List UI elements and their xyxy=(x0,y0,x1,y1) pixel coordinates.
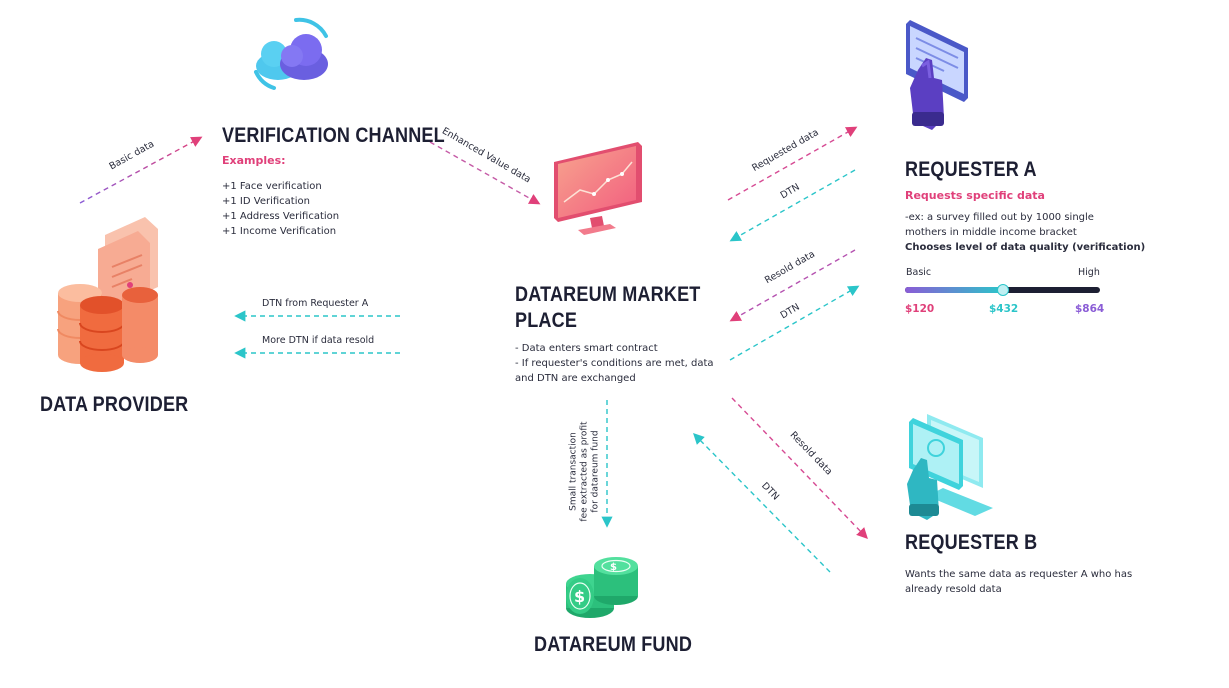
data-provider-title: DATA PROVIDER xyxy=(40,393,189,416)
slider-max-label: High xyxy=(1078,267,1100,278)
svg-text:$: $ xyxy=(610,562,617,573)
marketplace-description: - Data enters smart contract - If reques… xyxy=(515,343,714,384)
price-low: $120 xyxy=(905,303,935,315)
quality-slider[interactable] xyxy=(905,284,1100,296)
quality-slider-handle[interactable] xyxy=(996,284,1009,296)
datareum-fund-title: DATAREUM FUND xyxy=(534,633,693,656)
arrow-basic-data xyxy=(79,136,203,204)
arrow-dtn-a-bottom xyxy=(729,285,860,361)
list-item: +1 Address Verification xyxy=(222,211,340,222)
laptop-touch-icon xyxy=(907,414,993,520)
monitor-chart-icon xyxy=(554,142,642,235)
svg-text:$: $ xyxy=(574,587,585,606)
list-item: +1 Face verification xyxy=(222,181,322,192)
arrow-requested-data xyxy=(727,126,858,201)
requester-b-description: Wants the same data as requester A who h… xyxy=(905,569,1133,595)
requester-a-description: -ex: a survey filled out by 1000 single … xyxy=(905,212,1146,253)
requester-b-title: REQUESTER B xyxy=(905,531,1038,554)
database-documents-icon xyxy=(57,217,158,372)
requester-a-subtitle: Requests specific data xyxy=(905,189,1045,202)
cloud-sync-icon xyxy=(254,17,328,90)
quality-slider-fill xyxy=(905,287,1003,293)
examples-label: Examples: xyxy=(222,154,286,167)
list-item: +1 ID Verification xyxy=(222,196,310,207)
verification-channel-title: VERIFICATION CHANNEL xyxy=(222,124,445,147)
requester-a-title: REQUESTER A xyxy=(905,158,1037,181)
arrow-enhanced-value xyxy=(429,141,541,205)
marketplace-title: DATAREUM MARKET PLACE xyxy=(515,283,701,332)
list-item: +1 Income Verification xyxy=(222,226,337,237)
arrow-resold-data-b xyxy=(731,397,868,540)
price-high: $864 xyxy=(1075,303,1105,315)
slider-min-label: Basic xyxy=(906,267,932,278)
label-fee: Small transaction fee extracted as profi… xyxy=(568,421,601,522)
label-more-dtn: More DTN if data resold xyxy=(262,335,375,346)
dollar-coins-icon: $ $ xyxy=(566,557,638,618)
arrow-resold-data-a xyxy=(729,249,856,322)
label-dtn-from-a: DTN from Requester A xyxy=(262,298,369,309)
verification-list: +1 Face verification +1 ID Verification … xyxy=(222,179,339,239)
tablet-touch-icon xyxy=(906,20,968,130)
price-mid: $432 xyxy=(989,303,1019,315)
arrow-dtn-a-top xyxy=(729,169,856,242)
